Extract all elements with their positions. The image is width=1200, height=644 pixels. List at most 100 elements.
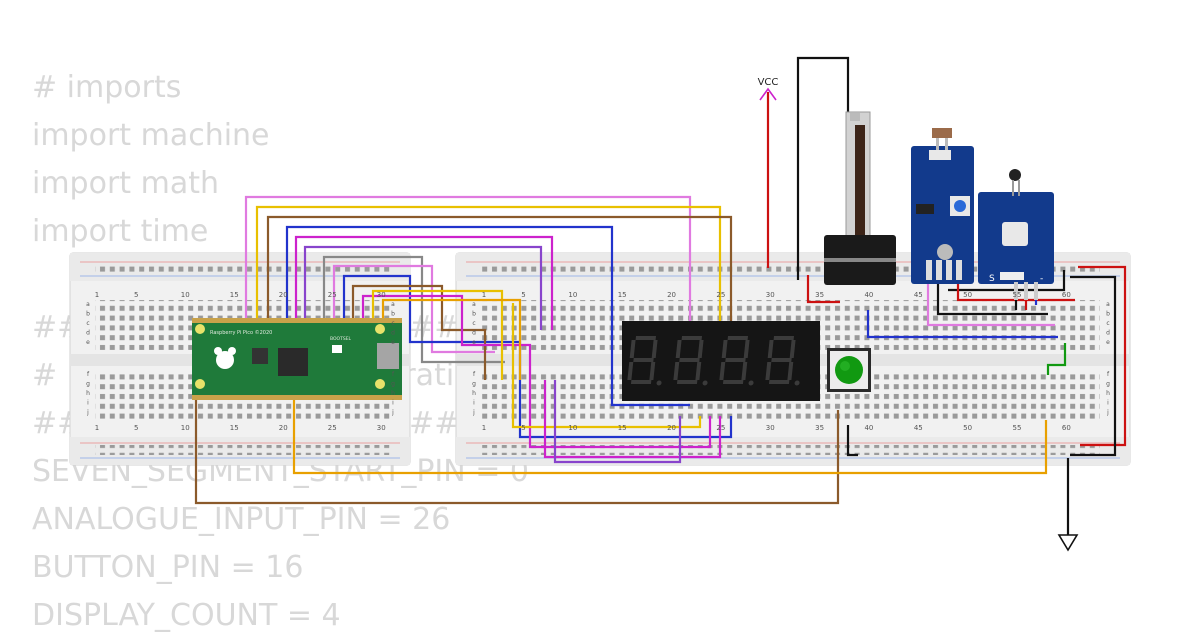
row-letter: g bbox=[86, 381, 90, 388]
wire bbox=[294, 235, 554, 330]
column-number: 20 bbox=[667, 291, 676, 299]
column-number: 30 bbox=[377, 424, 386, 432]
column-number: 10 bbox=[568, 291, 577, 299]
row-letter: f bbox=[1107, 371, 1110, 378]
row-letter: c bbox=[472, 320, 475, 327]
wire bbox=[371, 289, 504, 380]
wire bbox=[948, 270, 1066, 292]
row-letter: e bbox=[86, 339, 90, 346]
column-number: 20 bbox=[667, 424, 676, 432]
wire bbox=[303, 245, 543, 330]
wire bbox=[255, 205, 722, 330]
row-letter: h bbox=[472, 390, 476, 397]
code-line: # imports bbox=[32, 70, 182, 105]
row-letter: b bbox=[391, 311, 395, 318]
wire bbox=[511, 303, 702, 429]
raspberry-logo-icon bbox=[214, 347, 236, 369]
row-letter: c bbox=[391, 320, 394, 327]
wire bbox=[381, 298, 522, 380]
row-letter: d bbox=[472, 330, 476, 337]
row-letter: c bbox=[86, 320, 89, 327]
row-letter: h bbox=[1106, 390, 1110, 397]
slide-potentiometer bbox=[824, 111, 896, 285]
column-number: 15 bbox=[618, 291, 627, 299]
wire bbox=[1070, 275, 1117, 457]
column-number: 1 bbox=[482, 291, 486, 299]
row-letter: f bbox=[473, 371, 476, 378]
column-number: 25 bbox=[716, 424, 725, 432]
row-letter: i bbox=[87, 400, 89, 407]
wire bbox=[936, 280, 1048, 316]
wire bbox=[266, 215, 733, 330]
column-number: 55 bbox=[1013, 424, 1022, 432]
column-number: 1 bbox=[482, 424, 486, 432]
seven-segment-digit bbox=[673, 336, 708, 386]
sensor-pin-minus-label: - bbox=[1040, 274, 1043, 284]
wire bbox=[543, 380, 722, 459]
row-letter: e bbox=[1106, 339, 1110, 346]
row-letter: a bbox=[86, 301, 90, 308]
row-letter: j bbox=[86, 409, 89, 416]
column-number: 10 bbox=[181, 291, 190, 299]
seven-segment-digit bbox=[765, 336, 800, 386]
row-letter: b bbox=[86, 311, 90, 318]
wire bbox=[796, 56, 850, 280]
wire bbox=[322, 255, 505, 364]
row-letter: g bbox=[472, 381, 476, 388]
seven-segment-digit bbox=[627, 336, 662, 386]
column-number: 40 bbox=[864, 424, 873, 432]
raspberry-pi-pico: Raspberry Pi Pico ©2020 BOOTSEL bbox=[192, 318, 402, 400]
row-letter: i bbox=[1107, 400, 1109, 407]
column-number: 5 bbox=[521, 291, 525, 299]
row-letter: h bbox=[86, 390, 90, 397]
column-number: 25 bbox=[328, 424, 337, 432]
wire bbox=[244, 195, 692, 330]
column-number: 30 bbox=[377, 291, 386, 299]
wire bbox=[1078, 265, 1127, 447]
column-number: 5 bbox=[521, 424, 525, 432]
row-letter: i bbox=[392, 400, 394, 407]
column-number: 25 bbox=[716, 291, 725, 299]
column-number: 1 bbox=[95, 291, 99, 299]
column-number: 45 bbox=[914, 424, 923, 432]
vcc-label: VCC bbox=[758, 77, 779, 88]
row-letter: a bbox=[391, 301, 395, 308]
column-number: 25 bbox=[328, 291, 337, 299]
column-number: 1 bbox=[95, 424, 99, 432]
vcc-symbol: VCC bbox=[758, 77, 779, 101]
column-number: 10 bbox=[568, 424, 577, 432]
circuit-diagram: VCC Raspberry Pi Pico ©2020 BOOTSEL bbox=[69, 56, 1131, 552]
row-letter: a bbox=[472, 301, 476, 308]
column-number: 45 bbox=[914, 291, 923, 299]
column-number: 55 bbox=[1013, 291, 1022, 299]
row-letter: j bbox=[391, 409, 394, 416]
wire bbox=[342, 274, 733, 439]
column-number: 5 bbox=[134, 424, 138, 432]
ground-symbol bbox=[1057, 534, 1079, 552]
pico-bootsel-label: BOOTSEL bbox=[330, 336, 352, 342]
column-number: 35 bbox=[815, 424, 824, 432]
seven-segment-digit bbox=[719, 336, 754, 386]
wire bbox=[194, 400, 840, 505]
column-number: 20 bbox=[279, 291, 288, 299]
row-letter: g bbox=[1106, 381, 1110, 388]
row-letter: h bbox=[391, 390, 395, 397]
row-letter: d bbox=[391, 330, 395, 337]
wire bbox=[553, 380, 682, 464]
column-number: 35 bbox=[815, 291, 824, 299]
wire bbox=[285, 225, 690, 407]
row-letter: b bbox=[1106, 311, 1110, 318]
row-letter: j bbox=[1106, 409, 1109, 416]
code-line: import time bbox=[32, 214, 209, 249]
row-letter: d bbox=[1106, 330, 1110, 337]
light-sensor-module bbox=[911, 128, 974, 284]
sensor-pin-s-label: S bbox=[989, 274, 995, 284]
wire bbox=[806, 275, 840, 304]
code-line: import math bbox=[32, 166, 219, 201]
wire bbox=[292, 400, 1048, 475]
row-letter: j bbox=[472, 409, 475, 416]
code-line: DISPLAY_COUNT = 4 bbox=[32, 598, 341, 633]
column-number: 50 bbox=[963, 424, 972, 432]
code-line: ANALOGUE_INPUT_PIN = 26 bbox=[32, 502, 451, 537]
row-letter: f bbox=[87, 371, 90, 378]
